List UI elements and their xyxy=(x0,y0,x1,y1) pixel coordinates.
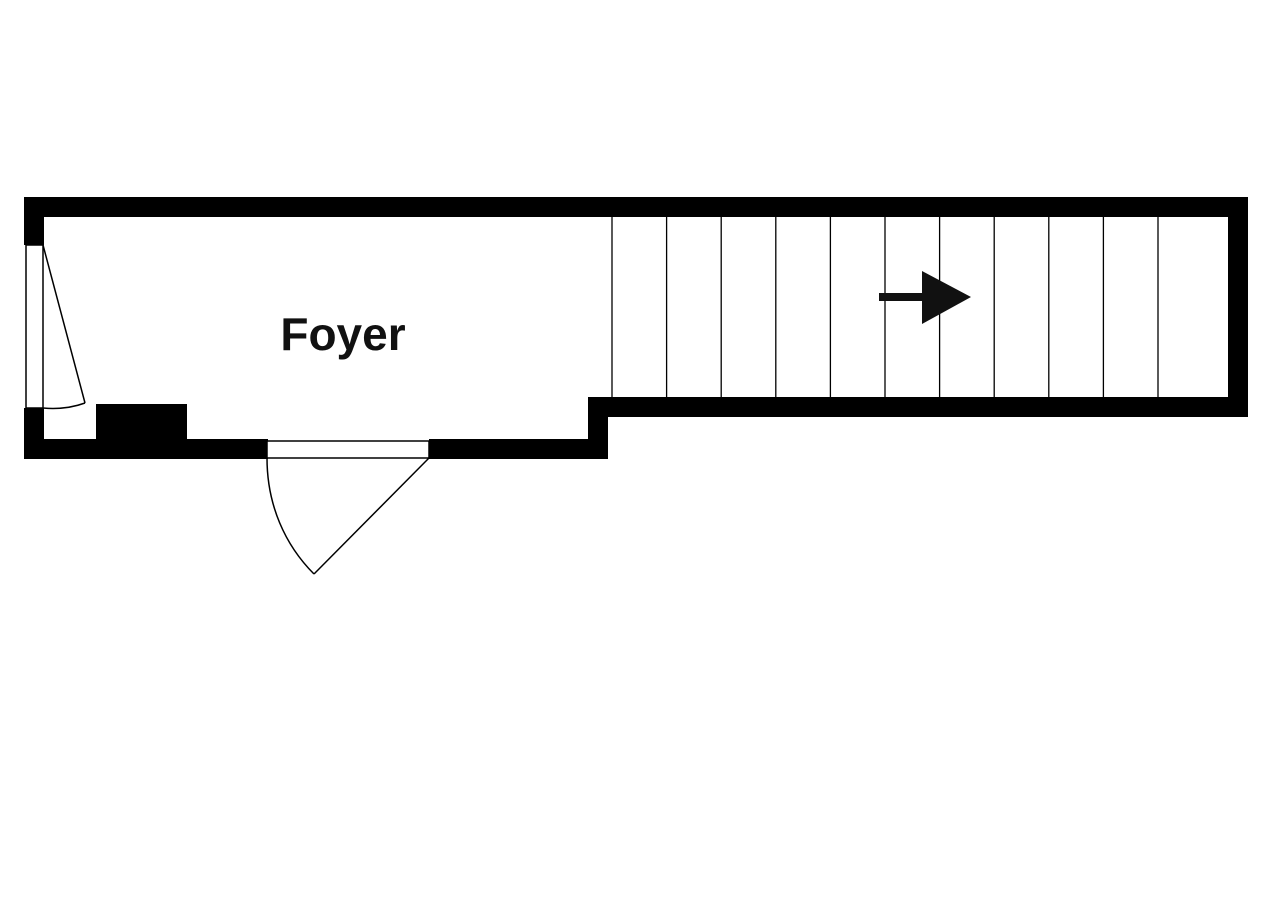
front-door-frame xyxy=(266,440,430,459)
arrow-right-icon xyxy=(879,271,971,324)
closet-door-swing xyxy=(42,402,86,410)
closet-door-leaf xyxy=(42,244,86,404)
arrow-shaft xyxy=(879,293,929,301)
front-door-leaf xyxy=(313,457,430,575)
stair-treads xyxy=(611,217,1159,397)
walls xyxy=(24,197,1248,459)
front-door xyxy=(266,440,430,575)
room-label: Foyer xyxy=(280,308,405,360)
arrow-head xyxy=(922,271,971,324)
cabinet-block xyxy=(96,404,187,441)
front-door-swing xyxy=(266,457,315,575)
right-wall xyxy=(1228,197,1248,417)
bottom-wall-left xyxy=(24,439,268,459)
bottom-wall-right xyxy=(429,439,608,459)
closet-door xyxy=(25,244,86,410)
top-wall xyxy=(24,197,1248,217)
stair-bottom-wall xyxy=(588,397,1248,417)
closet-door-frame xyxy=(25,244,44,409)
left-wall-upper xyxy=(24,197,44,245)
